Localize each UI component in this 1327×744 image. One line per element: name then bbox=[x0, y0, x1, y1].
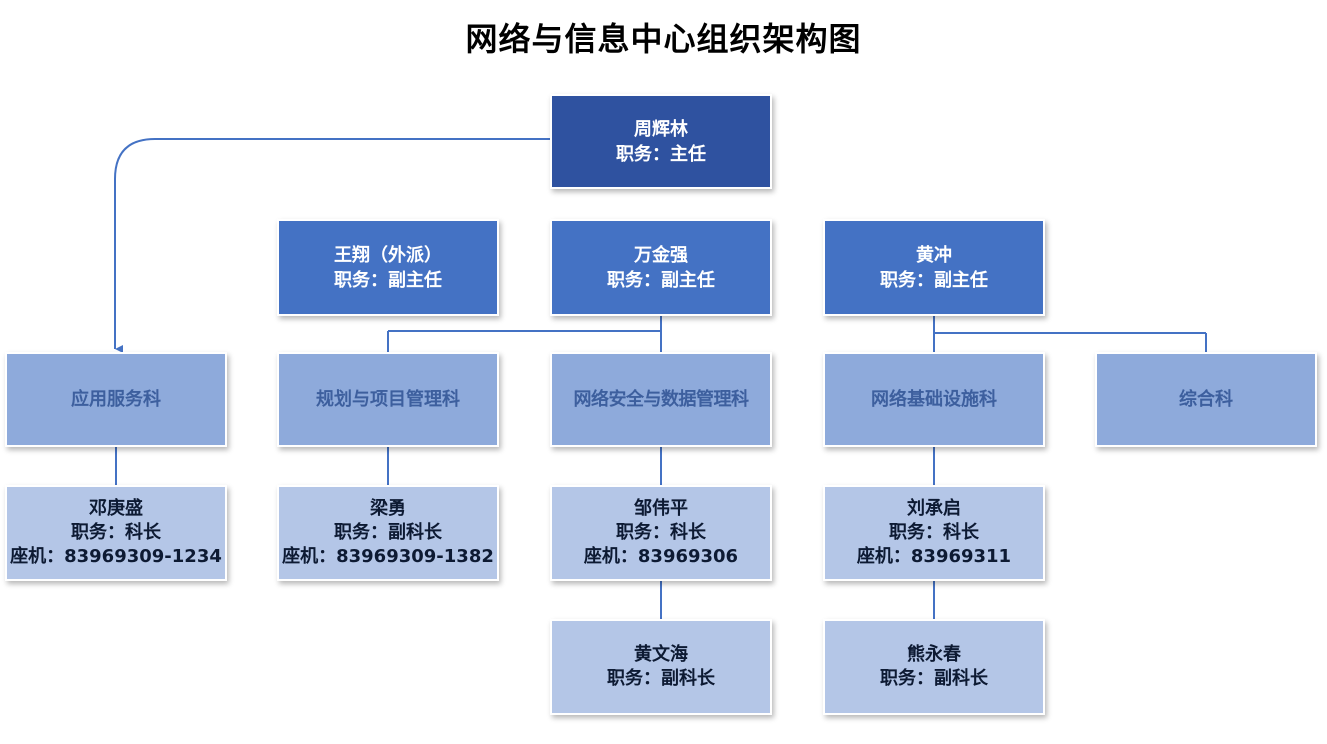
director-box: 周辉林 职务：主任 bbox=[550, 94, 772, 189]
deputy-role: 职务：副主任 bbox=[334, 269, 442, 291]
chief-box-liu: 刘承启 职务：科长 座机：83969311 bbox=[823, 485, 1045, 581]
wan-branch-connector bbox=[387, 316, 662, 352]
dept-name: 网络安全与数据管理科 bbox=[573, 389, 750, 410]
deputy-role: 职务：副主任 bbox=[607, 269, 715, 291]
chief-to-deputy-chief-connectors bbox=[660, 581, 935, 619]
person-role: 职务：科长 bbox=[889, 522, 979, 543]
dept-box-general: 综合科 bbox=[1095, 352, 1317, 447]
dept-name: 规划与项目管理科 bbox=[316, 389, 460, 410]
person-phone: 座机：83969311 bbox=[856, 546, 1012, 567]
page-title: 网络与信息中心组织架构图 bbox=[465, 20, 862, 58]
deputy-role: 职务：副主任 bbox=[880, 269, 988, 291]
dept-name: 应用服务科 bbox=[71, 389, 161, 410]
dept-box-security-data: 网络安全与数据管理科 bbox=[550, 352, 772, 447]
person-role: 职务：科长 bbox=[616, 522, 706, 543]
person-name: 刘承启 bbox=[907, 498, 961, 519]
person-role: 职务：副科长 bbox=[607, 668, 715, 689]
person-phone: 座机：83969309-1382 bbox=[282, 546, 494, 567]
dept-to-chief-connectors bbox=[115, 447, 935, 485]
director-role: 职务：主任 bbox=[616, 143, 706, 165]
person-role: 职务：副科长 bbox=[334, 522, 442, 543]
person-name: 邓庚盛 bbox=[89, 498, 143, 519]
person-name: 熊永春 bbox=[907, 644, 961, 665]
person-role: 职务：科长 bbox=[71, 522, 161, 543]
dept-name: 综合科 bbox=[1179, 389, 1233, 410]
person-role: 职务：副科长 bbox=[880, 668, 988, 689]
chief-box-zou: 邹伟平 职务：科长 座机：83969306 bbox=[550, 485, 772, 581]
deputy-box-wang: 王翔（外派） 职务：副主任 bbox=[277, 219, 499, 316]
chief-box-liang: 梁勇 职务：副科长 座机：83969309-1382 bbox=[277, 485, 499, 581]
person-phone: 座机：83969306 bbox=[583, 546, 739, 567]
dept-box-planning: 规划与项目管理科 bbox=[277, 352, 499, 447]
dept-name: 网络基础设施科 bbox=[871, 389, 997, 410]
dept-box-app-service: 应用服务科 bbox=[5, 352, 227, 447]
person-name: 黄文海 bbox=[634, 644, 688, 665]
director-to-app-service-arrow bbox=[114, 138, 550, 353]
deputy-name: 黄冲 bbox=[916, 244, 952, 266]
director-name: 周辉林 bbox=[634, 118, 688, 140]
deputy-box-wan: 万金强 职务：副主任 bbox=[550, 219, 772, 316]
person-name: 邹伟平 bbox=[634, 498, 688, 519]
huang-branch-connector bbox=[933, 316, 1207, 352]
deputy-box-huang: 黄冲 职务：副主任 bbox=[823, 219, 1045, 316]
dept-box-infrastructure: 网络基础设施科 bbox=[823, 352, 1045, 447]
person-name: 梁勇 bbox=[370, 498, 406, 519]
deputy-name: 王翔（外派） bbox=[334, 244, 442, 266]
person-phone: 座机：83969309-1234 bbox=[10, 546, 222, 567]
chief-box-deng: 邓庚盛 职务：科长 座机：83969309-1234 bbox=[5, 485, 227, 581]
deputy-chief-box-xiong: 熊永春 职务：副科长 bbox=[823, 619, 1045, 715]
deputy-name: 万金强 bbox=[634, 244, 688, 266]
deputy-chief-box-huang: 黄文海 职务：副科长 bbox=[550, 619, 772, 715]
